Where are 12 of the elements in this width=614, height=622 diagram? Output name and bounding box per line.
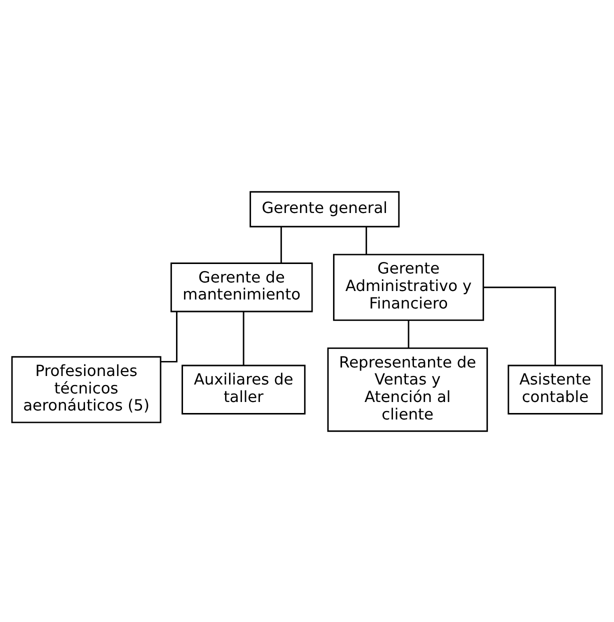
connector [242,311,244,365]
node-box: Gerente Administrativo y Financiero [333,253,484,320]
node-box: Asistente contable [508,364,603,414]
node-box: Gerente de mantenimiento [170,262,313,312]
node-box: Profesionales técnicos aeronáuticos (5) [11,356,162,423]
connector [280,226,282,263]
connector [366,226,368,254]
node-box: Auxiliares de taller [182,364,306,414]
node-box: Gerente general [250,190,400,227]
connector [484,286,556,365]
node-box: Representante de Ventas y Atención al cliente [327,346,488,432]
connector [408,320,410,348]
